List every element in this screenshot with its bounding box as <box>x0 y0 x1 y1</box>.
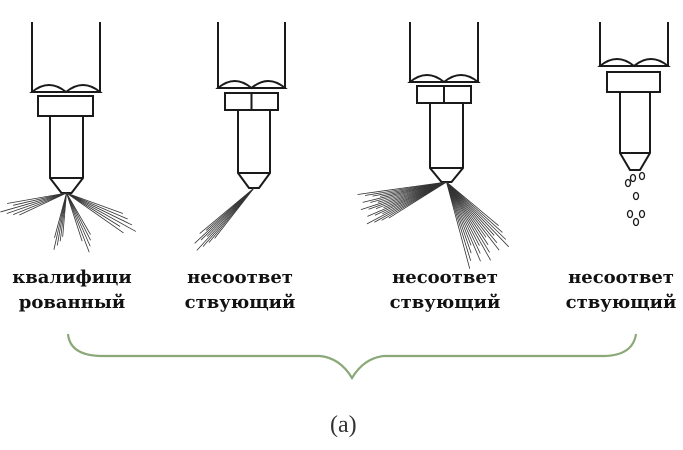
spray-stream <box>446 181 471 269</box>
nozzle-tube <box>217 22 286 88</box>
spray-stream <box>446 181 499 227</box>
spray-stream <box>66 192 124 234</box>
spray-stream <box>19 192 67 216</box>
spray-stream <box>66 192 133 226</box>
spray-stream <box>66 192 137 232</box>
spray-stream <box>0 192 67 213</box>
spray-stream <box>446 181 495 236</box>
spray-stream <box>446 181 491 261</box>
spray-stream <box>446 181 472 246</box>
spray-stream <box>6 192 67 214</box>
spray-stream <box>446 181 481 262</box>
nozzle-tube <box>409 22 479 82</box>
nozzle-nut <box>597 58 671 68</box>
nozzle-body <box>619 92 651 171</box>
spray-stream <box>357 181 447 195</box>
spray-stream <box>199 187 255 234</box>
spray-stream <box>53 192 67 250</box>
figure-caption: (a) <box>330 412 357 438</box>
nozzle-collar <box>37 95 94 117</box>
nozzle-nut <box>407 74 481 84</box>
nozzle-tube <box>599 22 669 66</box>
nozzle-body <box>429 103 464 183</box>
droplet <box>629 173 637 183</box>
spray-stream <box>446 181 472 262</box>
spray-stream <box>446 181 472 254</box>
nozzle-collar <box>606 71 661 93</box>
spray-stream <box>446 181 480 246</box>
nozzle-body <box>49 116 84 194</box>
droplet <box>632 217 640 227</box>
spray-stream <box>446 181 498 243</box>
spray-stream <box>446 181 489 245</box>
spray-stream <box>13 192 67 206</box>
spray-stream <box>446 181 487 238</box>
spray-stream <box>446 181 481 254</box>
spray-stream <box>66 192 91 247</box>
nozzle-nut <box>215 80 288 90</box>
spray-stream <box>66 192 124 214</box>
droplet <box>626 209 634 219</box>
spray-stream <box>66 192 128 220</box>
droplet <box>638 209 646 219</box>
droplet <box>624 178 632 188</box>
spray-stream <box>66 192 83 242</box>
droplet <box>632 191 640 201</box>
nozzle-body <box>237 110 271 189</box>
spray-stream <box>446 181 490 253</box>
spray-stream <box>66 192 90 253</box>
grouping-brace <box>66 333 638 381</box>
spray-stream <box>6 192 67 204</box>
spray-stream <box>12 192 67 215</box>
spray-stream <box>66 192 91 235</box>
droplet <box>638 171 646 181</box>
spray-stream <box>66 192 121 227</box>
nozzle-nut <box>29 84 103 94</box>
spray-stream <box>446 181 503 233</box>
spray-stream <box>446 181 500 251</box>
spray-stream <box>66 192 91 241</box>
spray-stream <box>446 181 507 240</box>
nozzle-tube <box>31 22 101 92</box>
spray-stream <box>54 192 67 238</box>
spray-stream <box>446 181 510 248</box>
